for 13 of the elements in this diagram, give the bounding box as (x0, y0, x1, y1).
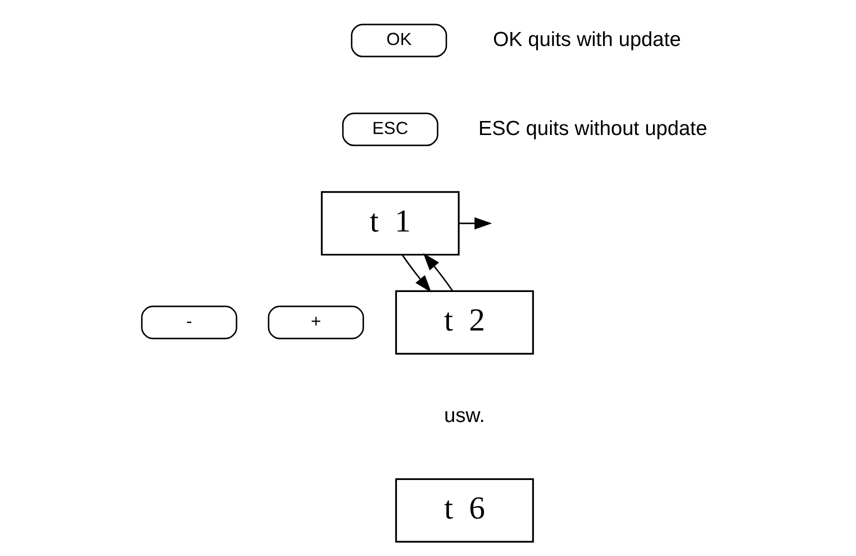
label: usw. (444, 404, 484, 427)
arrow (458, 217, 492, 230)
label: OK quits with update (492, 28, 680, 51)
arrow (422, 253, 453, 292)
node-box: ESC (342, 112, 438, 146)
node-box: OK (350, 24, 447, 58)
node-box: t 6 (394, 478, 534, 543)
node-box: + (267, 306, 364, 340)
node-box: t 2 (394, 290, 534, 355)
node-box: t 1 (320, 191, 460, 256)
node-box: - (140, 306, 237, 340)
arrow (401, 254, 431, 292)
label: ESC quits without update (478, 118, 707, 140)
